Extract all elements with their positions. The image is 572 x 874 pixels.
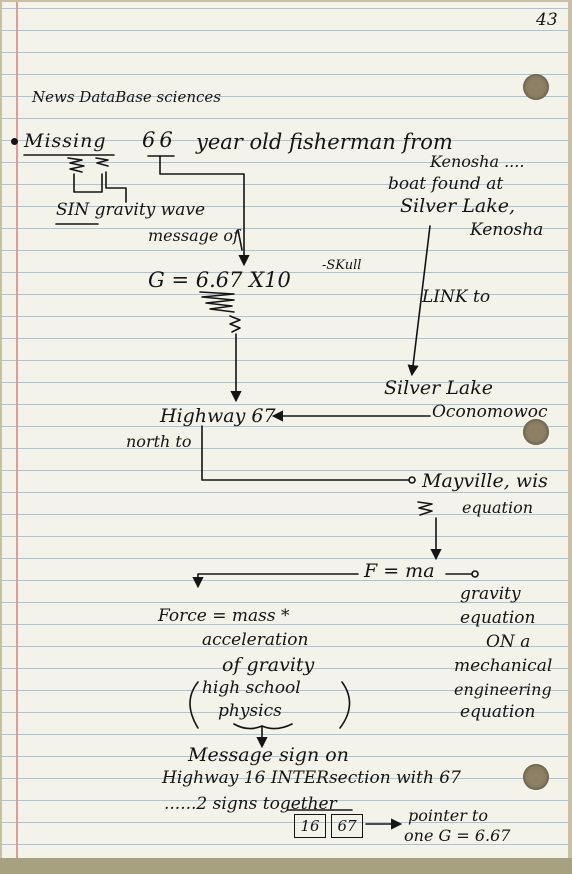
north-to-label: north to [126, 432, 192, 451]
paper-bottom-edge [0, 858, 572, 874]
binder-hole [523, 74, 549, 100]
gravity-eq-line-1: gravity [460, 584, 521, 604]
line-north-to-mayville [201, 425, 409, 481]
binder-hole [523, 419, 549, 445]
missing-bracket-2 [105, 171, 127, 203]
mayville-label: Mayville, wis [422, 470, 548, 492]
equation-label: equation [462, 498, 534, 517]
gravity-eq-line-3: ON a [486, 632, 531, 652]
pointer-line-1: pointer to [408, 806, 488, 825]
highway-67-label: Highway 67 [160, 405, 276, 427]
kenosha-label: Kenosha .... [430, 152, 525, 171]
gravity-eq-line-2: equation [460, 608, 536, 628]
bullet-dot [11, 138, 18, 145]
gravity-eq-line-4: mechanical [454, 656, 553, 676]
message-tick [237, 229, 243, 251]
silver-lake-label: Silver Lake [384, 377, 493, 399]
message-sign-line-3: ......2 signs together [164, 794, 337, 814]
oconomowoc-label: Oconomowoc [432, 402, 548, 422]
fisherman-phrase: year old fisherman from [196, 130, 453, 154]
gravity-eq-line-5: engineering [454, 680, 552, 699]
boat-line-3: Kenosha [470, 220, 544, 240]
force-line-2: acceleration [202, 630, 309, 650]
arrow-fma-to-force [192, 573, 359, 589]
missing-bracket [73, 173, 103, 193]
force-line-3: of gravity [222, 654, 315, 676]
link-to-label: LINK to [422, 287, 491, 307]
message-of: message of [148, 226, 239, 245]
pointer-line-2: one G = 6.67 [404, 826, 511, 845]
g-squiggle-tail [229, 315, 241, 333]
force-line-5: physics [218, 701, 282, 721]
g-constant: G = 6.67 X10 [148, 268, 291, 292]
ink-diagram [23, 154, 479, 830]
fma-node [471, 570, 479, 578]
arrow-66-to-g [159, 155, 250, 267]
g-squiggle [199, 291, 235, 313]
mayville-squiggle [417, 501, 433, 516]
mayville-node [408, 476, 416, 484]
message-sign-line-2: Highway 16 INTERsection with 67 [162, 768, 461, 788]
f-ma-label: F = ma [364, 560, 435, 582]
force-line-1: Force = mass * [158, 606, 290, 626]
physics-brace [233, 723, 293, 730]
missing-word: Missing [24, 130, 107, 152]
page-heading: News DataBase sciences [32, 88, 221, 106]
sign-box-67: 67 [331, 814, 363, 838]
g-exponent: -SKull [322, 258, 362, 273]
boat-line-1: boat found at [388, 174, 504, 194]
boat-line-2: Silver Lake, [400, 195, 516, 217]
sin-gravity-wave: SIN gravity wave [56, 200, 206, 220]
missing-squiggle-2 [95, 157, 109, 167]
paren-right [339, 681, 351, 729]
gravity-eq-line-6: equation [460, 702, 536, 722]
message-sign-line-1: Message sign on [188, 744, 349, 766]
binder-hole [523, 764, 549, 790]
missing-squiggle [67, 157, 85, 173]
margin-line [16, 2, 18, 860]
arrow-link-to-silver-lake [407, 225, 431, 377]
force-line-4: high school [202, 678, 301, 698]
sign-box-16: 16 [294, 814, 326, 838]
age-number: 66 [142, 128, 177, 152]
page-number: 43 [536, 10, 558, 30]
notebook-page: 43 News DataBase sciences Missing 66 yea… [2, 2, 568, 860]
paren-left [189, 681, 199, 729]
